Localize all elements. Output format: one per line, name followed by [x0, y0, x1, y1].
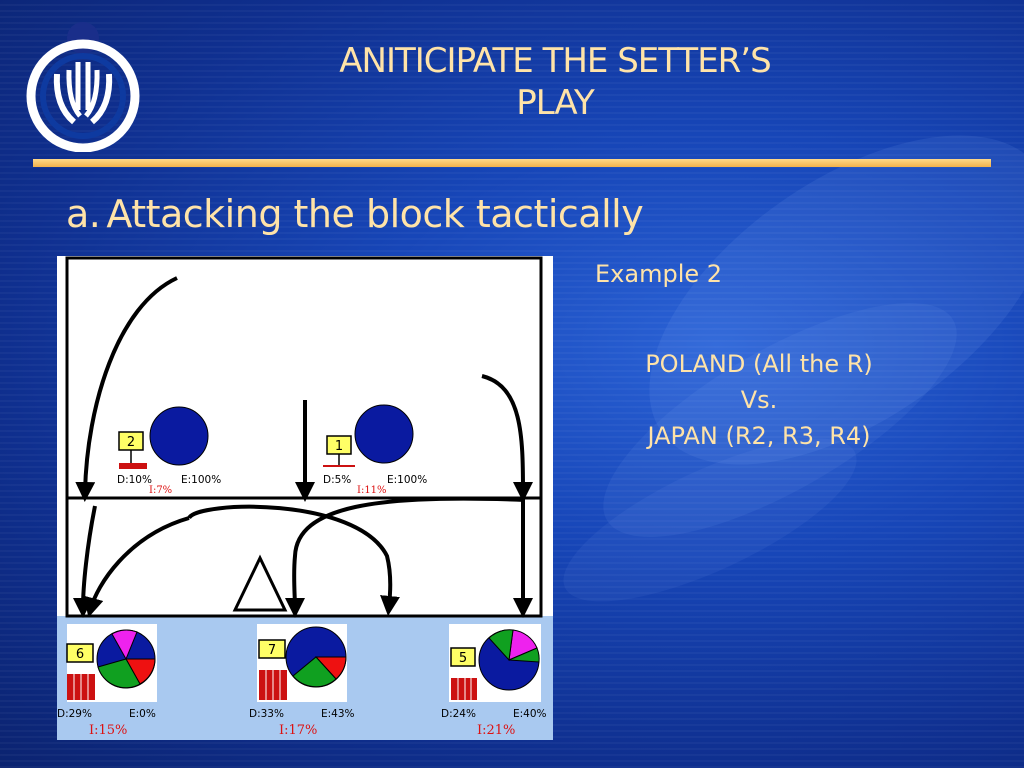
- title-line-2: PLAY: [516, 83, 595, 123]
- example-label: Example 2: [595, 260, 723, 288]
- player-number-tag: [66, 643, 94, 663]
- pie-chart-icon: [478, 629, 540, 691]
- blocker-1: 1 D:5% E:100% I:11%: [323, 404, 427, 496]
- arrow-path: [83, 516, 190, 618]
- fipav-logo-icon: [26, 22, 140, 152]
- player-number: 7: [268, 643, 276, 658]
- stat-e: E:0%: [129, 708, 156, 720]
- title-divider: [33, 159, 991, 167]
- arrow-path: [73, 505, 97, 618]
- arrow-path: [481, 374, 533, 502]
- matchup-team1: POLAND (All the R): [645, 350, 873, 378]
- stat-e: E:40%: [513, 708, 547, 720]
- stat-i: I:7%: [149, 485, 172, 496]
- title-line-1: ANITICIPATE THE SETTER’S: [339, 41, 771, 81]
- stat-e: E:100%: [181, 474, 221, 486]
- court-diagram-svg: 2 D:10% E:100% I:7% 1 D:5% E:100% I:11% …: [57, 256, 553, 740]
- stat-e: E:100%: [387, 474, 427, 486]
- attacker-7: 7 D:33% E:43% I:17%: [249, 624, 355, 738]
- player-number-tag: [258, 639, 286, 659]
- player-number-tag: [450, 647, 476, 667]
- arrow-path: [187, 504, 400, 616]
- blocker-circle-icon: [149, 406, 209, 466]
- stat-d: D:29%: [57, 708, 92, 720]
- section-number: a.: [66, 192, 101, 236]
- matchup-text: POLAND (All the R) Vs. JAPAN (R2, R3, R4…: [600, 346, 918, 454]
- player-number: 1: [335, 439, 343, 454]
- section-heading-text: Attacking the block tactically: [106, 192, 644, 236]
- attacker-5: 5 D:24% E:40% I:21%: [441, 624, 547, 738]
- arrow-path: [284, 496, 526, 618]
- stat-i: I:21%: [477, 723, 515, 738]
- pie-chart-icon: [285, 626, 347, 688]
- player-number: 5: [459, 651, 467, 666]
- player-number: 2: [127, 435, 135, 450]
- attacker-6: 6 D:29% E:0% I:15%: [57, 624, 157, 738]
- court-diagram: 2 D:10% E:100% I:7% 1 D:5% E:100% I:11% …: [57, 256, 553, 740]
- stat-i: I:15%: [89, 723, 127, 738]
- matchup-team2: JAPAN (R2, R3, R4): [647, 422, 871, 450]
- stat-i: I:17%: [279, 723, 317, 738]
- stat-d: D:10%: [117, 474, 152, 486]
- stat-d: D:24%: [441, 708, 476, 720]
- stat-bar: [119, 463, 147, 469]
- setter-triangle-icon: [232, 554, 288, 612]
- pie-chart-icon: [96, 629, 156, 689]
- stat-e: E:43%: [321, 708, 355, 720]
- arrow-path: [75, 276, 178, 502]
- section-heading: a.Attacking the block tactically: [66, 190, 644, 238]
- stat-bar: [451, 678, 477, 700]
- player-number: 6: [76, 647, 84, 662]
- stat-d: D:33%: [249, 708, 284, 720]
- blocker-circle-icon: [354, 404, 414, 464]
- matchup-vs: Vs.: [740, 386, 778, 414]
- stat-d: D:5%: [323, 474, 351, 486]
- blocker-2: 2 D:10% E:100% I:7%: [117, 406, 221, 496]
- page-title: ANITICIPATE THE SETTER’S PLAY: [250, 40, 860, 124]
- stat-i: I:11%: [357, 485, 387, 496]
